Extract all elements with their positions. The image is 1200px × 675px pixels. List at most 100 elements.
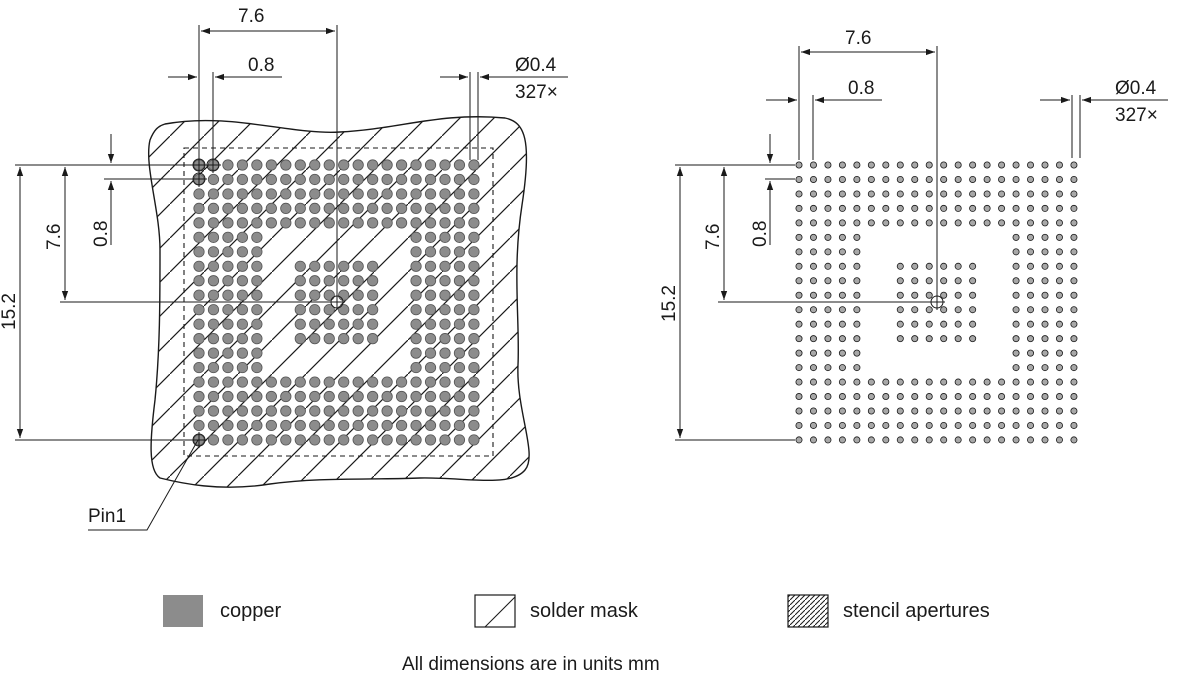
- copper-pad: [280, 173, 292, 186]
- right-dim-half-height: 7.6: [703, 224, 724, 250]
- copper-pad: [468, 275, 480, 287]
- copper-pad: [294, 188, 306, 200]
- copper-pad: [251, 289, 263, 301]
- copper-pad: [309, 376, 321, 388]
- copper-pad: [424, 188, 437, 200]
- stencil-pad: [925, 378, 933, 386]
- copper-pad: [207, 376, 220, 388]
- stencil-pad: [1055, 262, 1063, 270]
- copper-pad: [323, 419, 335, 432]
- copper-pad: [207, 275, 220, 287]
- copper-pad: [410, 275, 422, 287]
- stencil-pad: [809, 349, 817, 357]
- copper-pad: [251, 361, 263, 374]
- stencil-pad: [1055, 436, 1063, 444]
- copper-pad: [381, 405, 393, 417]
- copper-pad: [381, 202, 393, 215]
- stencil-pad: [809, 436, 817, 444]
- copper-pad: [352, 419, 364, 432]
- copper-pad: [395, 376, 408, 388]
- stencil-pad: [1012, 335, 1020, 343]
- stencil-pad: [1055, 407, 1063, 415]
- copper-pad: [207, 333, 220, 345]
- copper-pad: [207, 361, 220, 374]
- copper-pad: [338, 289, 350, 301]
- stencil-pad: [911, 161, 919, 169]
- stencil-pad: [824, 262, 832, 270]
- stencil-pad: [867, 407, 875, 415]
- copper-pad: [294, 275, 306, 287]
- copper-pad: [367, 275, 379, 287]
- copper-pad: [222, 318, 234, 330]
- copper-pad: [207, 217, 220, 229]
- stencil-pad: [838, 161, 846, 169]
- stencil-pad: [969, 436, 977, 444]
- stencil-pad: [824, 393, 832, 401]
- stencil-pad: [954, 407, 962, 415]
- copper-pad: [352, 159, 364, 171]
- stencil-pad: [911, 393, 919, 401]
- copper-pad: [410, 318, 422, 330]
- copper-pad: [352, 173, 364, 186]
- stencil-pad: [795, 378, 803, 386]
- stencil-pad: [998, 407, 1006, 415]
- stencil-pad: [1027, 436, 1035, 444]
- stencil-pad: [925, 219, 933, 227]
- stencil-pad: [795, 393, 803, 401]
- copper-pad: [468, 376, 480, 388]
- stencil-pad: [1055, 291, 1063, 299]
- copper-pad: [424, 376, 437, 388]
- stencil-pad: [1070, 421, 1078, 429]
- stencil-pad: [1041, 407, 1049, 415]
- copper-pad: [367, 405, 379, 417]
- copper-pad: [309, 405, 321, 417]
- copper-pad: [424, 231, 437, 243]
- stencil-pad: [1055, 219, 1063, 227]
- stencil-pad: [1070, 436, 1078, 444]
- copper-pad: [381, 434, 393, 446]
- stencil-pad: [853, 204, 861, 212]
- right-dim-full-height: 15.2: [659, 285, 680, 322]
- stencil-pad: [809, 190, 817, 198]
- stencil-pad: [1070, 277, 1078, 285]
- copper-pad: [395, 419, 408, 432]
- copper-pad: [236, 246, 249, 258]
- stencil-pad: [896, 378, 904, 386]
- copper-pad: [236, 304, 249, 316]
- stencil-pad: [911, 262, 919, 270]
- copper-pad: [468, 231, 480, 243]
- stencil-pad: [896, 436, 904, 444]
- copper-pad: [439, 188, 451, 200]
- copper-pad: [367, 333, 379, 345]
- right-view: 7.6 0.8 Ø0.4 327× 15.2 7.6 0.8: [659, 28, 1168, 444]
- copper-pad: [453, 419, 466, 432]
- copper-pad: [453, 202, 466, 215]
- stencil-pad: [969, 204, 977, 212]
- stencil-pad: [1070, 219, 1078, 227]
- stencil-pad: [896, 291, 904, 299]
- stencil-pad: [896, 175, 904, 183]
- stencil-pad: [1041, 436, 1049, 444]
- copper-pad: [193, 260, 205, 272]
- stencil-pad: [838, 320, 846, 328]
- stencil-pad: [1027, 407, 1035, 415]
- copper-pad: [222, 390, 234, 403]
- stencil-pad: [838, 248, 846, 256]
- stencil-pad: [896, 262, 904, 270]
- copper-pad: [424, 347, 437, 359]
- copper-pad: [236, 390, 249, 403]
- copper-pad: [294, 333, 306, 345]
- copper-pad: [424, 159, 437, 171]
- stencil-pad: [824, 190, 832, 198]
- copper-pad: [424, 333, 437, 345]
- copper-pad: [338, 304, 350, 316]
- copper-pad: [338, 333, 350, 345]
- stencil-pad: [1070, 233, 1078, 241]
- copper-pad: [367, 159, 379, 171]
- copper-pad: [236, 202, 249, 215]
- copper-pad: [439, 304, 451, 316]
- stencil-pad: [925, 407, 933, 415]
- right-dim-top-pitch: 0.8: [848, 78, 874, 99]
- stencil-pad: [983, 190, 991, 198]
- copper-pad: [410, 202, 422, 215]
